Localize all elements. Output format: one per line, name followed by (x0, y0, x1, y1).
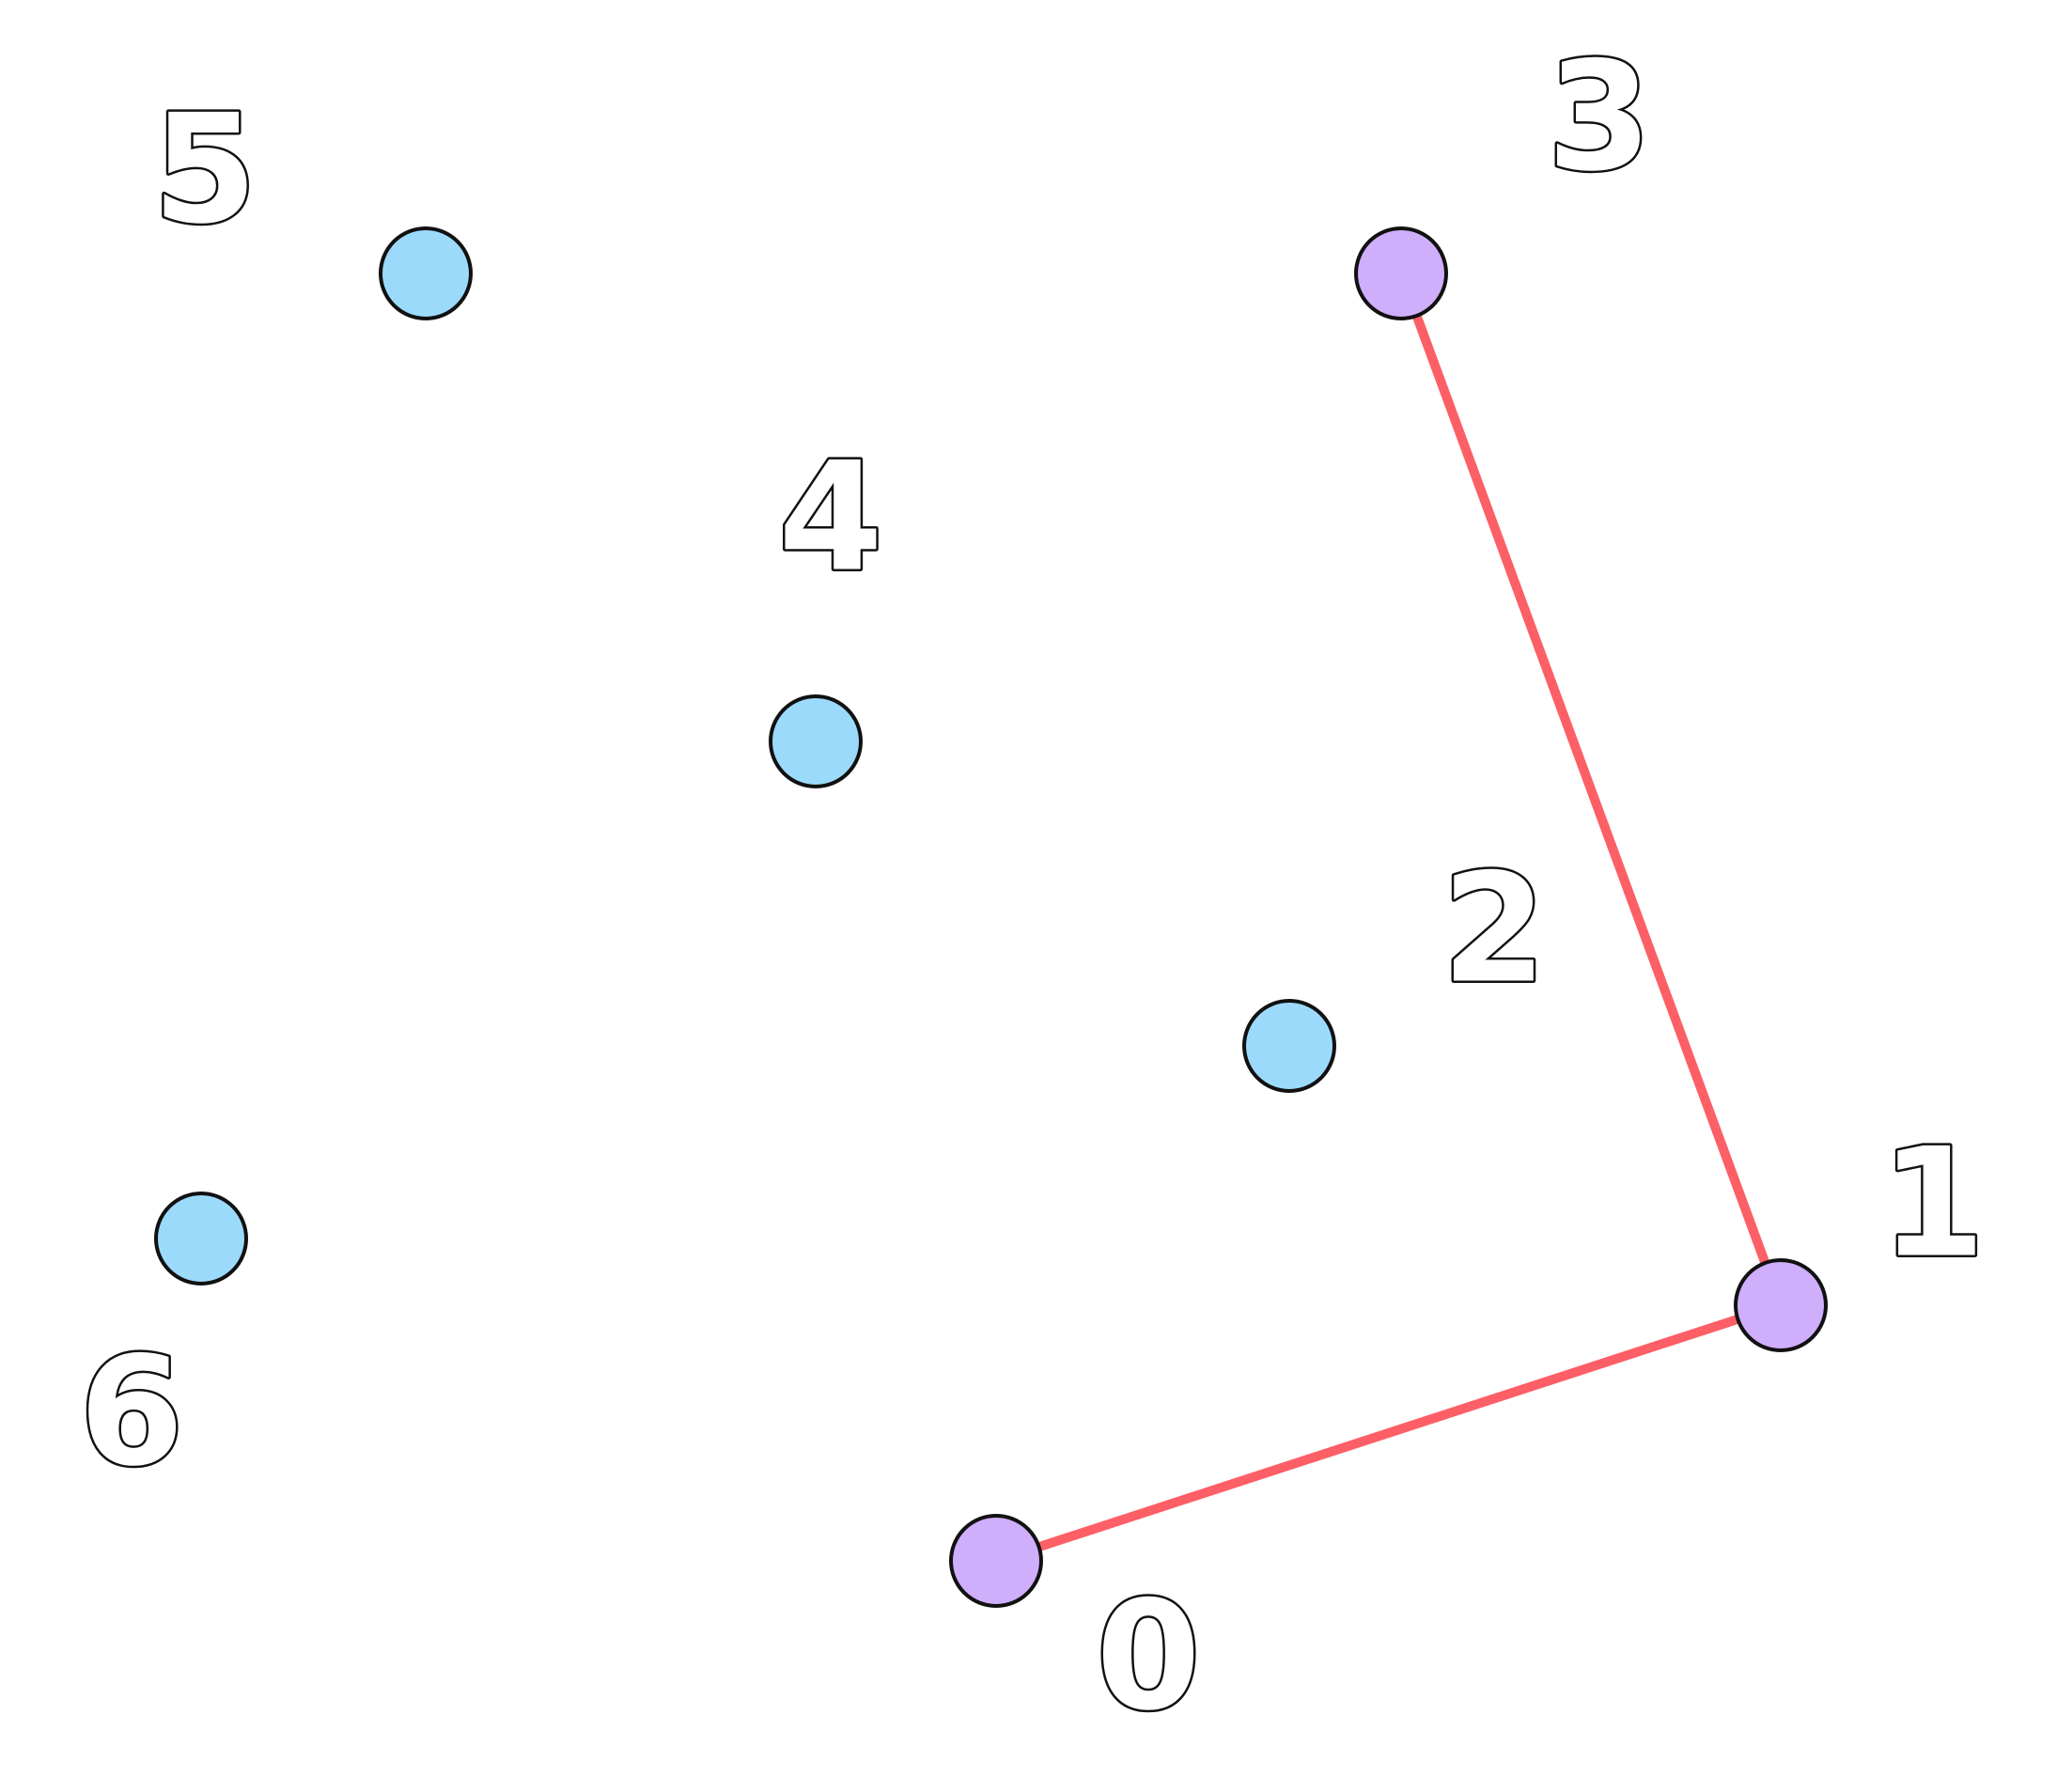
labels-layer: 0 1 2 3 4 5 6 (77, 26, 1987, 1746)
node-label-6: 6 (79, 1324, 183, 1500)
edge-0-1 (991, 1301, 1785, 1566)
node-label-5: 5 (152, 82, 257, 257)
node-label-1: 1 (1880, 1115, 1985, 1291)
edge-1-3 (1396, 269, 1785, 1310)
node-label-4: 4 (778, 429, 882, 605)
node-0 (949, 1514, 1043, 1608)
node-6 (154, 1192, 248, 1286)
node-label-3: 3 (1547, 29, 1651, 205)
node-5 (379, 226, 473, 320)
node-4 (769, 694, 863, 788)
node-3 (1354, 226, 1448, 320)
node-label-2: 2 (1441, 841, 1546, 1017)
edges-layer (991, 269, 1785, 1566)
nodes-layer (154, 226, 1828, 1608)
node-1 (1734, 1258, 1828, 1352)
node-2 (1242, 999, 1336, 1093)
node-label-0: 0 (1096, 1568, 1200, 1744)
